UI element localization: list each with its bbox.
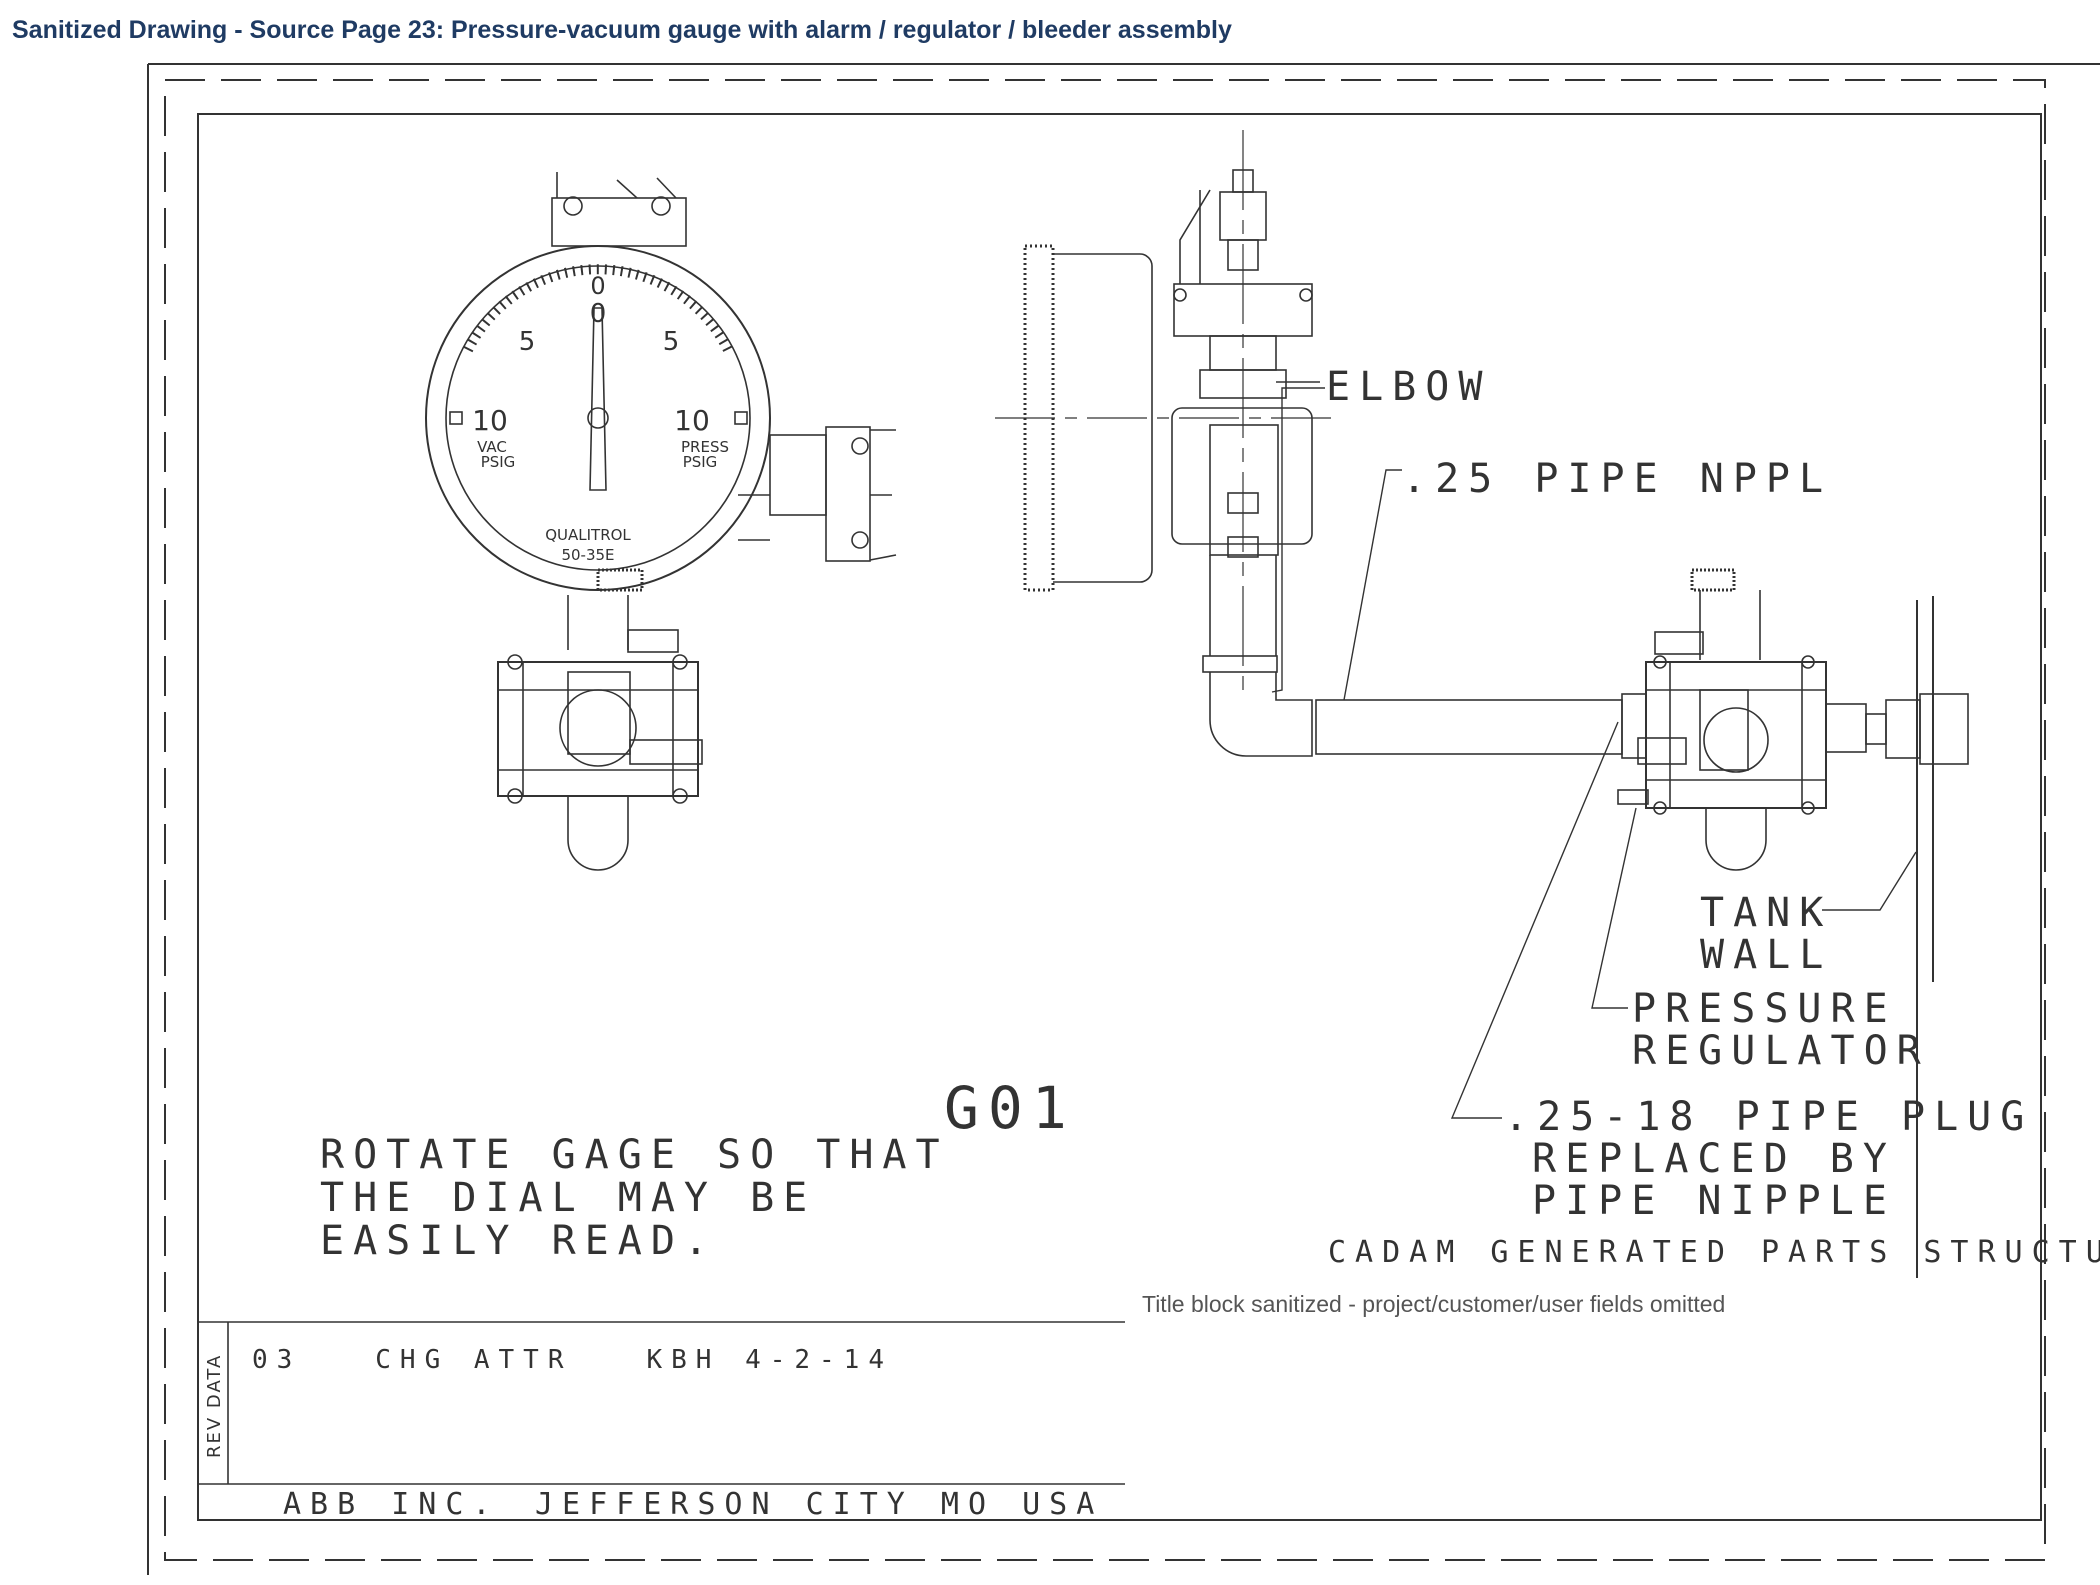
dial-vac-ten: 10 xyxy=(472,404,508,437)
dial-model: 50-35E xyxy=(561,546,614,564)
rev-entry: 03 CHG ATTR KBH 4-2-14 xyxy=(252,1345,893,1375)
dial-vac-five: 5 xyxy=(519,327,536,357)
callouts: ELBOW .25 PIPE NPPL TANK WALL PRESSURE R… xyxy=(1326,364,2033,1224)
callout-plug-line1: .25-18 PIPE PLUG xyxy=(1504,1094,2033,1140)
dial-press-five: 5 xyxy=(663,327,680,357)
instruction-line2: THE DIAL MAY BE xyxy=(320,1175,816,1221)
instruction-line1: ROTATE GAGE SO THAT xyxy=(320,1132,949,1178)
dial-press-unit: PSIG xyxy=(683,453,718,471)
revision-block xyxy=(198,1321,1125,1521)
company-location: JEFFERSON CITY MO USA xyxy=(535,1487,1103,1522)
callout-leaders xyxy=(1271,387,1917,1119)
instruction-line3: EASILY READ. xyxy=(320,1218,717,1264)
drawing-code: G01 xyxy=(944,1074,1076,1142)
dial-top-tick: 0 xyxy=(590,272,605,300)
gauge-front-view xyxy=(425,172,897,871)
dial-vac-unit: PSIG xyxy=(481,453,516,471)
instruction-note: ROTATE GAGE SO THAT THE DIAL MAY BE EASI… xyxy=(320,1132,949,1264)
dial-vac-label: VAC xyxy=(477,438,507,456)
callout-tank-wall-line2: WALL xyxy=(1700,932,1832,978)
callout-plug-line2: REPLACED BY xyxy=(1532,1136,1896,1182)
callout-plug-line3: PIPE NIPPLE xyxy=(1532,1178,1896,1224)
dial-press-ten: 10 xyxy=(674,404,710,437)
dial-press-label: PRESS xyxy=(681,438,729,456)
callout-pipe-nppl: .25 PIPE NPPL xyxy=(1402,456,1832,502)
dial-zero: 0 xyxy=(590,299,607,329)
page-title: Sanitized Drawing - Source Page 23: Pres… xyxy=(12,16,1232,44)
callout-regulator-line1: PRESSURE xyxy=(1632,986,1897,1032)
callout-elbow: ELBOW xyxy=(1326,364,1491,410)
rev-data-label: REV DATA xyxy=(204,1354,225,1458)
gauge-dial-labels: 0 0 5 5 10 10 VAC PSIG PRESS PSIG QUALIT… xyxy=(472,272,729,564)
company-name: ABB INC. xyxy=(283,1487,500,1522)
dial-brand: QUALITROL xyxy=(545,526,631,544)
gauge-side-view xyxy=(995,130,1969,1278)
sanitized-note: Title block sanitized - project/customer… xyxy=(1142,1291,1725,1317)
parts-structure-label: CADAM GENERATED PARTS STRUCTURE xyxy=(1328,1235,2100,1270)
callout-tank-wall-line1: TANK xyxy=(1700,890,1832,936)
callout-regulator-line2: REGULATOR xyxy=(1632,1028,1930,1074)
